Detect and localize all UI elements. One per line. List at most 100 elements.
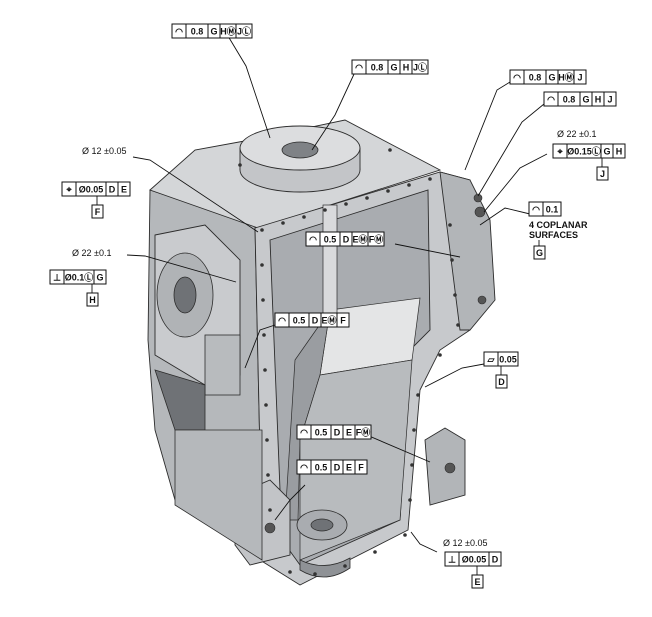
- fcf-cell-text: D: [334, 428, 341, 438]
- tolerance-symbol: ⌖: [556, 147, 563, 157]
- fcf-cell-text: EⓂ: [352, 234, 367, 245]
- left-ear: [204, 334, 241, 396]
- fcf-cell-text: G: [582, 95, 589, 105]
- right-hole-mid: [474, 206, 486, 218]
- fcf-cell-text: HⓂ: [220, 26, 236, 37]
- leader-lines: [126, 35, 548, 553]
- left-boss-hole: [173, 276, 197, 314]
- right-hole-upper: [473, 193, 483, 203]
- fcf-cell-text: F: [340, 316, 346, 326]
- datum-label: H: [89, 295, 96, 305]
- tolerance-symbol: ◠: [300, 428, 308, 438]
- datum-box: [495, 374, 508, 389]
- datum-box: [86, 292, 99, 307]
- note-text: 4 COPLANAR: [529, 220, 588, 230]
- lower-body: [174, 429, 263, 561]
- fcf-cell-text: Ø0.15Ⓛ: [567, 146, 601, 157]
- fcf-cell-text: 0.5: [315, 428, 328, 438]
- top-boss-hole: [281, 141, 319, 159]
- lower-lug-hole: [444, 462, 456, 474]
- datum-box: [533, 245, 546, 260]
- fcf-cell-text: 0.8: [191, 27, 204, 37]
- fcf-cell: [542, 201, 562, 217]
- fcf-cell-text: H: [403, 63, 410, 73]
- fcf-cell-text: D: [312, 316, 319, 326]
- fcf-cell-text: Ø0.05: [79, 185, 104, 195]
- fcf-cell-text: 0.8: [371, 63, 384, 73]
- flange-holes: [238, 148, 460, 576]
- fcf-cell-text: FⓂ: [356, 427, 371, 438]
- tolerance-symbol: ▱: [487, 355, 496, 365]
- fcf-cell: [336, 312, 350, 328]
- bottom-boss-hole: [310, 518, 334, 532]
- fcf-cell-text: 0.5: [315, 463, 328, 473]
- fcf-cell-text: HⓂ: [558, 72, 574, 83]
- tolerance-symbol: ◠: [532, 205, 540, 215]
- bottom-boss-underside: [299, 557, 351, 578]
- fcf-cell-text: D: [109, 185, 116, 195]
- datum-box: [471, 574, 484, 589]
- fcf-cell-text: G: [210, 27, 217, 37]
- tolerance-symbol: ◠: [513, 73, 521, 83]
- fcf-cell-text: D: [343, 235, 350, 245]
- fcf-cell-text: D: [492, 555, 499, 565]
- dimension-text: Ø 12 ±0.05: [443, 538, 487, 548]
- fcf-cell: [354, 424, 372, 440]
- fcf-cell-text: 0.8: [529, 73, 542, 83]
- tolerance-symbol: ◠: [300, 463, 308, 473]
- datum-box: [596, 166, 609, 181]
- dimension-text: Ø 12 ±0.05: [82, 146, 126, 156]
- fcf-cell-text: E: [346, 428, 352, 438]
- fcf-cell-text: H: [595, 95, 602, 105]
- fcf-cell: [612, 143, 626, 159]
- fcf-cell: [488, 551, 502, 567]
- right-hole-low: [477, 295, 487, 305]
- fcf-cell-text: JⓁ: [413, 62, 427, 73]
- datum-label: J: [600, 169, 605, 179]
- housing-part: [147, 119, 496, 586]
- fcf-cell: [603, 91, 617, 107]
- datum-box: [91, 204, 104, 219]
- fcf-cell: [354, 459, 368, 475]
- fcf-cell-text: G: [96, 273, 103, 283]
- fcf-cell-text: F: [358, 463, 364, 473]
- tolerance-symbol: ◠: [278, 316, 286, 326]
- fcf-cell-text: Ø0.05: [462, 555, 487, 565]
- dimension-text: Ø 22 ±0.1: [72, 248, 111, 258]
- fcf-cell-text: G: [603, 147, 610, 157]
- fcf-right-5: ▱0.05D: [483, 351, 519, 389]
- tolerance-symbol: ◠: [355, 63, 363, 73]
- fcf-cell-text: G: [548, 73, 555, 83]
- fcf-cell-text: 0.1: [546, 205, 559, 215]
- fcf-cell-text: JⓁ: [237, 26, 251, 37]
- fcf-cell: [573, 69, 587, 85]
- tolerance-symbol: ⊥: [53, 273, 61, 283]
- datum-label: G: [536, 248, 543, 258]
- bottom-pad-hole: [264, 522, 276, 534]
- fcf-cell: [93, 269, 107, 285]
- fcf-cell-text: 0.8: [563, 95, 576, 105]
- fcf-cell-text: E: [346, 463, 352, 473]
- tolerance-symbol: ◠: [175, 27, 183, 37]
- fcf-cell-text: EⓂ: [321, 315, 336, 326]
- fcf-cell-text: 0.5: [324, 235, 337, 245]
- fcf-cell: [235, 23, 253, 39]
- fcf-cell: [411, 59, 429, 75]
- fcf-cell: [497, 351, 519, 367]
- note-text: SURFACES: [529, 230, 578, 240]
- dimension-text: Ø 22 ±0.1: [557, 129, 596, 139]
- fcf-cell: [367, 231, 385, 247]
